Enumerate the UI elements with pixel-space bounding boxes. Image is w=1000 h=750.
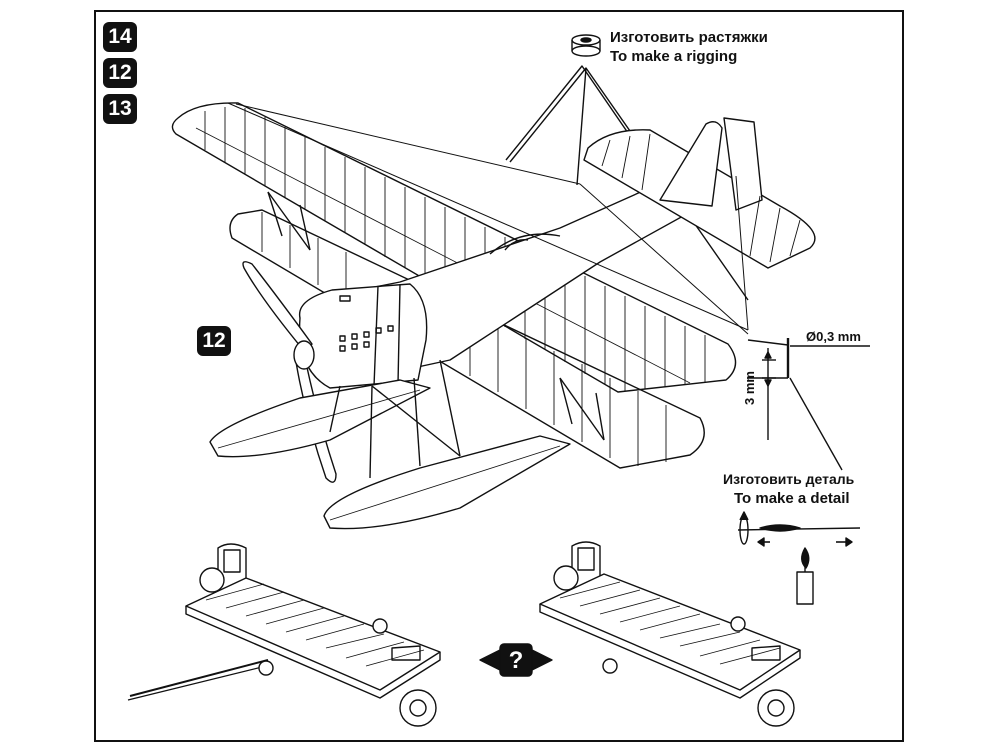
alternative-arrows [479, 643, 553, 677]
step-number-14: 14 [103, 22, 137, 52]
rigging-wires [227, 102, 749, 335]
wire-stretch-illustration [737, 511, 861, 547]
step-number-12: 12 [103, 58, 137, 88]
rigging-label-en: To make a rigging [610, 48, 738, 65]
step-number-13: 13 [103, 94, 137, 124]
candle-flame-icon [796, 547, 814, 605]
alternative-question-icon: ? [508, 647, 524, 674]
detail-label-ru: Изготовить деталь [723, 471, 855, 487]
lower-wing [229, 209, 705, 469]
beaching-trolley-left [127, 543, 441, 727]
right-trolley-slats [559, 581, 781, 665]
thread-spool-icon [571, 34, 601, 57]
right-float [323, 435, 571, 530]
float-struts [329, 359, 461, 479]
left-trolley-slats [205, 583, 425, 667]
engine-cowling [298, 283, 428, 389]
sheet-border [94, 10, 904, 742]
left-float [209, 379, 431, 458]
beaching-trolley-right [539, 541, 801, 727]
tail-assembly [583, 117, 816, 269]
rigging-label-ru: Изготовить растяжки [610, 29, 768, 46]
detail-wire-drawing [762, 338, 870, 440]
diameter-dimension: Ø0,3 mm [806, 329, 861, 344]
callout-step-12: 12 [197, 326, 231, 356]
tail-ribs [601, 133, 801, 263]
upper-wing [171, 102, 737, 393]
interplane-struts [267, 191, 605, 441]
detail-label-en: To make a detail [734, 490, 850, 507]
